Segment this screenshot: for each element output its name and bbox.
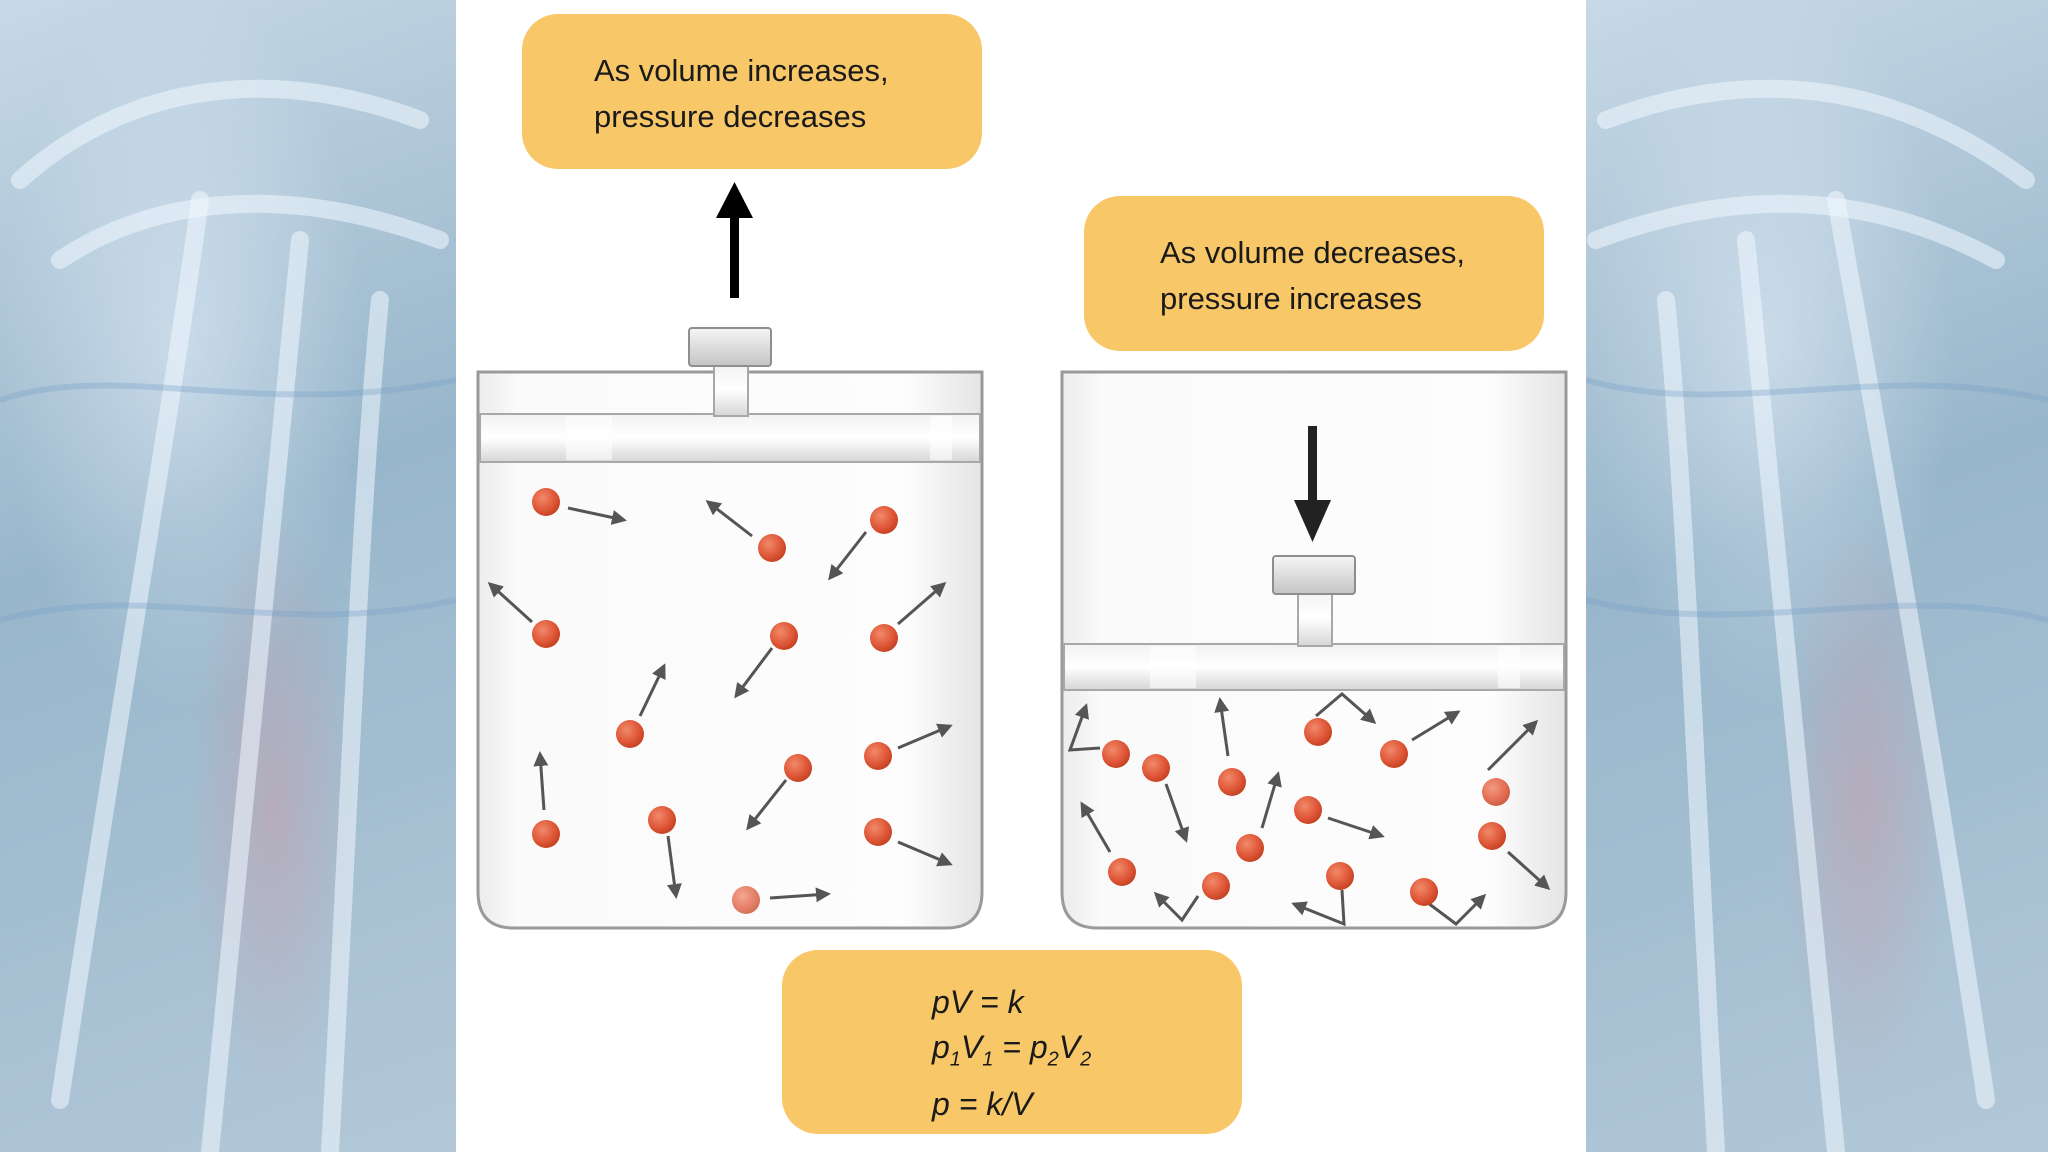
gas-molecule (1380, 740, 1408, 768)
callout-line: As volume increases, (594, 53, 889, 88)
formula-subscript: 1 (949, 1048, 961, 1071)
gas-molecule (532, 488, 560, 516)
right-gas-molecules (1102, 718, 1510, 906)
left-molecules (487, 500, 953, 903)
formula-term: p (932, 1029, 950, 1065)
gas-molecule (864, 818, 892, 846)
gas-molecule (1202, 872, 1230, 900)
left-gas-molecules (532, 488, 898, 914)
right-piston-rod (1297, 589, 1333, 647)
gas-molecule (870, 506, 898, 534)
gas-molecule (770, 622, 798, 650)
left-piston-plate (479, 413, 981, 463)
formula-p1v1-equals-p2v2: p1V1 = p2V2 (932, 1025, 1242, 1082)
gas-molecule (1102, 740, 1130, 768)
formula-subscript: 2 (1047, 1048, 1059, 1071)
callout-line: pressure increases (1160, 281, 1422, 316)
callout-line: pressure decreases (594, 99, 867, 134)
gas-molecule (758, 534, 786, 562)
gas-molecule (1482, 778, 1510, 806)
gas-molecule (1294, 796, 1322, 824)
left-piston-rod (713, 363, 749, 417)
formula-pv-equals-k: pV = k (932, 984, 1024, 1020)
gas-molecule (1142, 754, 1170, 782)
background-left (0, 0, 456, 1152)
gas-molecule (1478, 822, 1506, 850)
gas-molecule (1304, 718, 1332, 746)
formula-subscript: 1 (982, 1048, 994, 1071)
gas-molecule (616, 720, 644, 748)
gas-molecule (648, 806, 676, 834)
gas-molecule (1218, 768, 1246, 796)
gas-molecule (732, 886, 760, 914)
formula-subscript: 2 (1080, 1048, 1092, 1071)
gas-molecule (864, 742, 892, 770)
gas-molecule (532, 620, 560, 648)
left-piston-handle (688, 327, 772, 367)
left-container (476, 327, 984, 930)
gas-molecule (1108, 858, 1136, 886)
formula-term: V (960, 1029, 983, 1065)
gas-molecule (870, 624, 898, 652)
skeleton-illustration-left (0, 79, 456, 1152)
right-piston-plate (1063, 643, 1565, 691)
right-molecules (1067, 692, 1551, 927)
callout-volume-decreases: As volume decreases, pressure increases (1084, 196, 1544, 351)
gas-molecule (1236, 834, 1264, 862)
formula-term: V (1058, 1029, 1081, 1065)
gas-molecule (1410, 878, 1438, 906)
formula-p-equals-k-over-v: p = k/V (932, 1086, 1033, 1123)
callout-volume-increases: As volume increases, pressure decreases (522, 14, 982, 169)
callout-line: As volume decreases, (1160, 235, 1465, 270)
right-container (1060, 370, 1568, 930)
down-arrow-icon (1294, 426, 1331, 542)
formula-term: = p (993, 1029, 1048, 1065)
right-piston-handle (1272, 555, 1356, 595)
up-arrow-icon (716, 182, 753, 298)
gas-molecule (784, 754, 812, 782)
background-right (1586, 0, 2048, 1152)
gas-molecule (1326, 862, 1354, 890)
boyles-law-formulas: pV = k p1V1 = p2V2 p = k/V (782, 950, 1242, 1134)
skeleton-illustration-right (1586, 79, 2048, 1152)
gas-molecule (532, 820, 560, 848)
